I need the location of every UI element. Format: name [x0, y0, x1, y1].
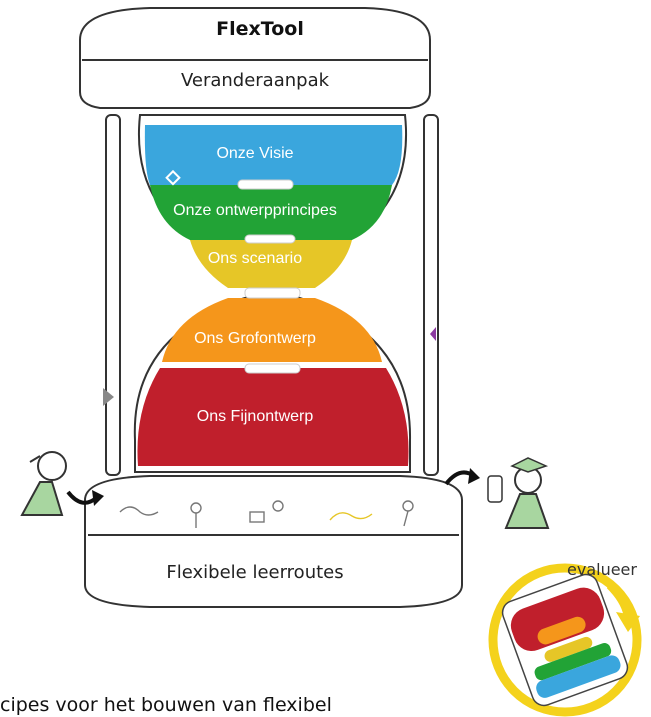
segment-label-ontwerpprincipes: Onze ontwerpprincipes: [173, 202, 337, 219]
connector-1: [237, 179, 294, 190]
handshake-icon: [119, 506, 159, 516]
segment-grofontwerp: [162, 298, 382, 362]
student-icon: [20, 451, 67, 516]
diploma-icon: [487, 475, 503, 503]
segment-label-scenario: Ons scenario: [207, 250, 303, 267]
segment-scenario: [190, 240, 352, 288]
bottom-base: [84, 475, 463, 608]
segment-label-fijnontwerp: Ons Fijnontwerp: [196, 408, 314, 425]
segment-label-visie: Onze Visie: [216, 145, 294, 162]
diamond-marker: [165, 169, 181, 186]
swoosh-icon: [329, 512, 373, 521]
evaluate-label: evalueer: [567, 560, 637, 579]
segment-fijnontwerp: [137, 368, 409, 466]
desk-icon: [249, 511, 265, 523]
footer-text: cipes voor het bouwen van flexibel: [0, 694, 332, 716]
base-label: Flexibele leerroutes: [166, 562, 344, 583]
top-cap-label: Veranderaanpak: [180, 70, 330, 91]
segment-label-grofontwerp: Ons Grofontwerp: [194, 330, 316, 347]
connector-4: [244, 363, 301, 374]
right-pillar-marker: [430, 327, 436, 341]
connector-2: [244, 234, 296, 244]
evaluate-cycle: [488, 563, 642, 717]
connector-3: [244, 287, 301, 299]
base-icons: [119, 500, 414, 528]
segment-ontwerpprincipes: [150, 185, 392, 240]
segment-visie: [144, 125, 403, 185]
top-cap: [79, 7, 431, 109]
diagram-title: FlexTool: [216, 18, 304, 40]
graduate-icon: [487, 457, 550, 529]
left-pillar: [105, 114, 121, 476]
left-pillar-arrow: [103, 388, 114, 406]
right-pillar: [423, 114, 439, 476]
